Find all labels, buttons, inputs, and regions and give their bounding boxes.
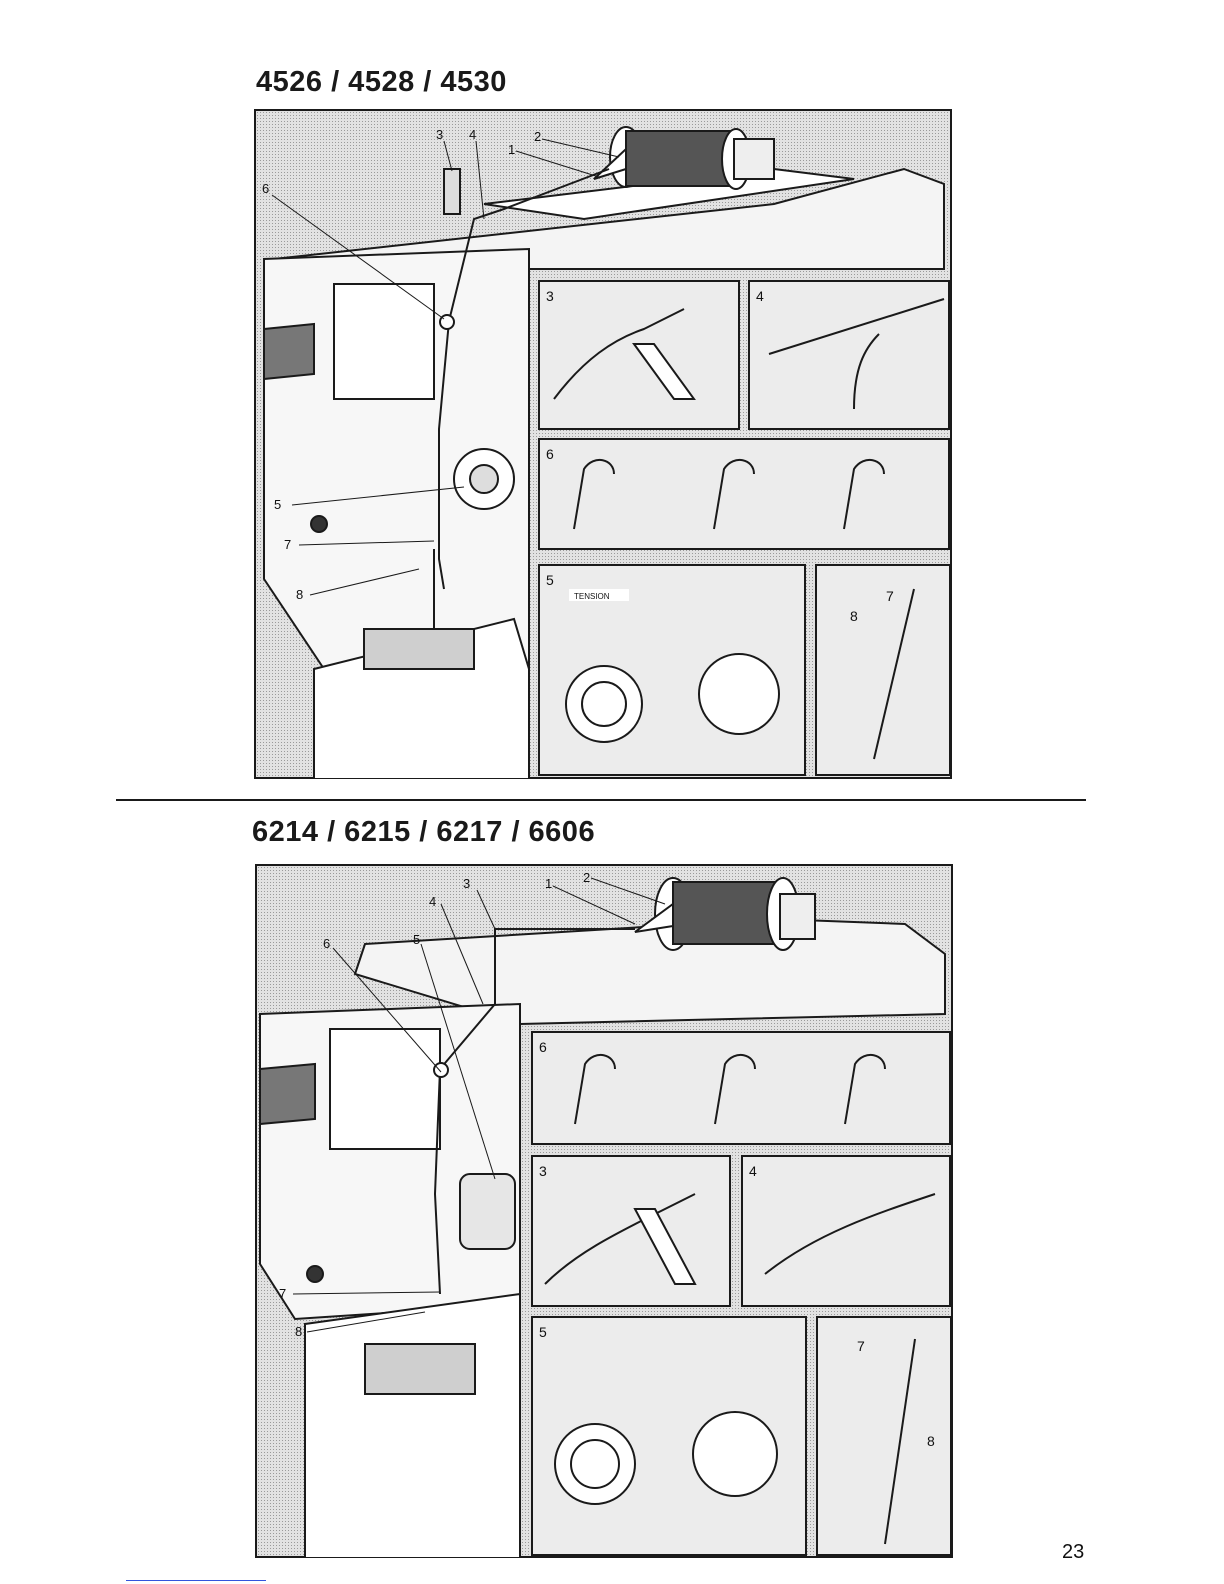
needle-area bbox=[305, 1294, 520, 1558]
panel-label-6: 6 bbox=[539, 1039, 547, 1055]
panel-label-5: 5 bbox=[539, 1324, 547, 1340]
callout-1: 1 bbox=[508, 142, 515, 157]
machine-head bbox=[260, 1004, 520, 1319]
figure-b-heading: 6214 / 6215 / 6217 / 6606 bbox=[252, 816, 595, 849]
callout-4: 4 bbox=[429, 894, 436, 909]
callout-1: 1 bbox=[545, 876, 552, 891]
figure-a-heading: 4526 / 4528 / 4530 bbox=[256, 66, 507, 99]
thread-spool bbox=[635, 878, 815, 950]
panel-3 bbox=[539, 281, 739, 429]
panel-label-7: 7 bbox=[886, 588, 894, 604]
figure-a-illustration: TENSION 3 4 6 5 7 8 1 2 3 4 5 6 7 8 bbox=[254, 109, 952, 779]
panel-label-4: 4 bbox=[756, 288, 764, 304]
machine-head bbox=[264, 249, 529, 669]
callout-8: 8 bbox=[295, 1324, 302, 1339]
callout-8: 8 bbox=[296, 587, 303, 602]
section-divider bbox=[116, 799, 1086, 801]
callout-6: 6 bbox=[262, 181, 269, 196]
callout-2: 2 bbox=[534, 129, 541, 144]
footer-link-underline[interactable] bbox=[126, 1580, 266, 1581]
panel-label-6: 6 bbox=[546, 446, 554, 462]
panel-6 bbox=[532, 1032, 950, 1144]
panel-label-7: 7 bbox=[857, 1338, 865, 1354]
panel-3 bbox=[532, 1156, 730, 1306]
panel-label-8: 8 bbox=[850, 608, 858, 624]
panel-4 bbox=[749, 281, 949, 429]
callout-4: 4 bbox=[469, 127, 476, 142]
take-up-lever-eye bbox=[434, 1063, 448, 1077]
panel-label-3: 3 bbox=[539, 1163, 547, 1179]
callout-7: 7 bbox=[284, 537, 291, 552]
thread-guide-post bbox=[444, 169, 460, 214]
panel-label-5: 5 bbox=[546, 572, 554, 588]
panel-6 bbox=[539, 439, 949, 549]
callout-3: 3 bbox=[463, 876, 470, 891]
panel-label-8: 8 bbox=[927, 1433, 935, 1449]
figure-b-illustration: 6 3 4 5 7 8 1 2 3 4 5 6 7 8 bbox=[255, 864, 953, 1558]
tension-label: TENSION bbox=[574, 592, 610, 601]
callout-5: 5 bbox=[413, 932, 420, 947]
panel-4 bbox=[742, 1156, 950, 1306]
callout-6: 6 bbox=[323, 936, 330, 951]
callout-7: 7 bbox=[279, 1286, 286, 1301]
callout-5: 5 bbox=[274, 497, 281, 512]
panel-label-3: 3 bbox=[546, 288, 554, 304]
page-number: 23 bbox=[1062, 1541, 1084, 1564]
callout-3: 3 bbox=[436, 127, 443, 142]
callout-2: 2 bbox=[583, 870, 590, 885]
panel-label-4: 4 bbox=[749, 1163, 757, 1179]
panel-7-8 bbox=[816, 565, 950, 775]
